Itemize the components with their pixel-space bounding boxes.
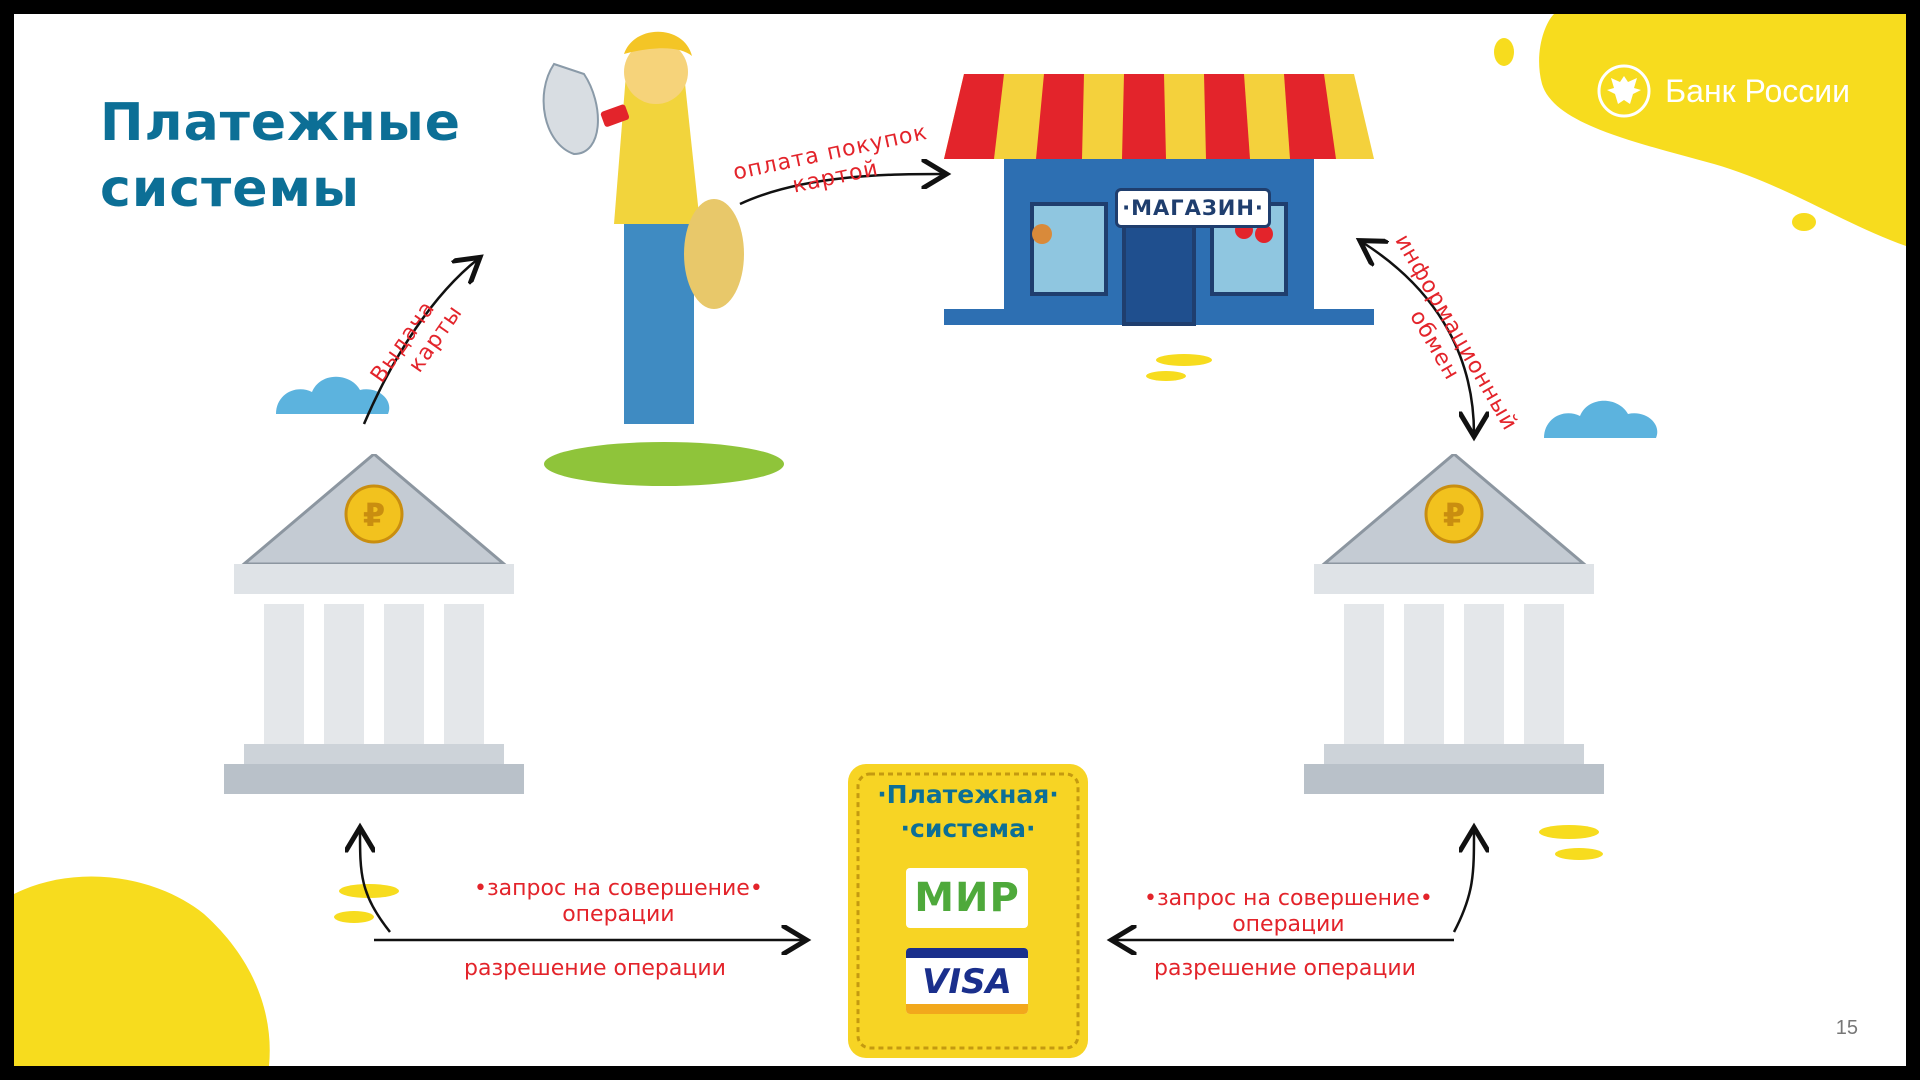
drop-4 <box>1555 848 1603 860</box>
drop-3 <box>1539 825 1599 839</box>
payment-system-card: ·Платежная· ·система· МИР VISA <box>846 762 1090 1060</box>
payment-system-line-1: ·Платежная· <box>877 780 1059 809</box>
background-decorations <box>14 14 1906 1066</box>
left-request-line-1: •запрос на совершение• <box>474 876 763 901</box>
mir-logo: МИР <box>906 868 1028 928</box>
drop-7 <box>1156 354 1212 366</box>
payment-system-line-2: ·система· <box>900 814 1036 843</box>
visa-bottom-stripe <box>906 1004 1028 1014</box>
title-line-2: системы <box>100 159 361 219</box>
visa-top-stripe <box>906 948 1028 958</box>
shop-icon <box>944 74 1374 326</box>
drop-2 <box>1792 213 1816 231</box>
slide: Платежные системы Банк России <box>14 14 1906 1066</box>
bank-left-icon: ₽ <box>224 454 524 794</box>
awning <box>944 74 1374 159</box>
bank-logo: Банк России <box>1597 64 1850 118</box>
top-right-blob <box>1539 14 1906 246</box>
flow-arrows <box>14 14 1906 1066</box>
arrow-left-request <box>360 830 391 933</box>
drop-6 <box>334 911 374 923</box>
logo-text: Банк России <box>1665 72 1850 109</box>
page-number: 15 <box>1835 1017 1858 1039</box>
page-title: Платежные системы <box>100 90 461 222</box>
bank-right-icon: ₽ <box>1304 454 1604 794</box>
shop-sign: ·МАГАЗИН· <box>1115 188 1271 228</box>
right-request-line-1: •запрос на совершение• <box>1144 886 1433 911</box>
svg-text:₽: ₽ <box>1443 496 1465 534</box>
right-request-label: •запрос на совершение• операции <box>1144 886 1433 938</box>
cloud-left-icon <box>276 376 390 414</box>
title-line-1: Платежные <box>100 93 462 153</box>
cloud-right-icon <box>1544 400 1658 438</box>
visa-logo: VISA <box>906 948 1028 1014</box>
visa-text: VISA <box>922 962 1012 1002</box>
arrow-right-request <box>1452 830 1474 933</box>
arrow-card-issue <box>362 259 478 425</box>
svg-text:₽: ₽ <box>363 496 385 534</box>
drop-1 <box>1494 38 1514 66</box>
right-request-line-2: операции <box>1232 912 1345 937</box>
shopper-illustration <box>542 31 784 486</box>
drop-5 <box>339 884 399 898</box>
drop-8 <box>1146 371 1186 381</box>
right-permission-label: разрешение операции <box>1154 956 1416 981</box>
left-permission-label: разрешение операции <box>464 956 726 981</box>
left-request-label: •запрос на совершение• операции <box>474 876 763 928</box>
left-request-line-2: операции <box>562 902 675 927</box>
bottom-left-blob <box>14 876 270 1066</box>
arrow-card-payment <box>739 174 944 206</box>
arrow-info-exchange <box>1362 242 1474 434</box>
eagle-emblem-icon <box>1597 64 1651 118</box>
